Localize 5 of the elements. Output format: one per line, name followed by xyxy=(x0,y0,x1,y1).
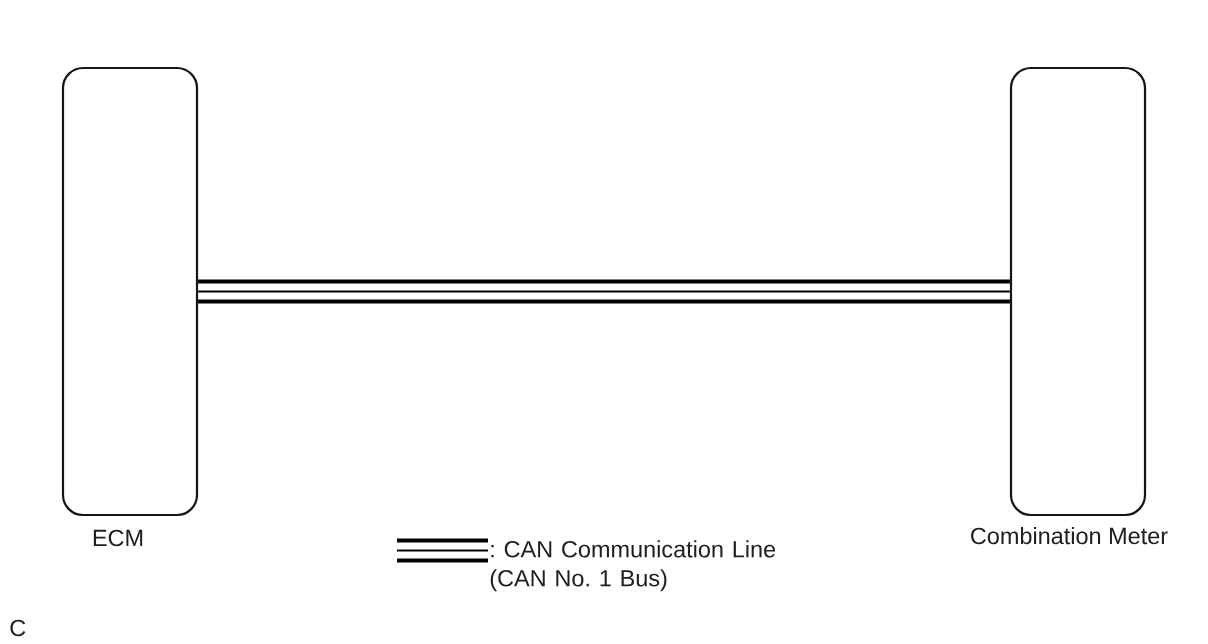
box-label: ECM xyxy=(93,529,143,547)
bus-line xyxy=(197,279,1011,304)
legend-text: : CAN Communication Line (CAN No. 1 Bus) xyxy=(490,540,776,592)
figure-code: C xyxy=(10,619,26,637)
box-label: Combination Meter xyxy=(971,527,1168,545)
